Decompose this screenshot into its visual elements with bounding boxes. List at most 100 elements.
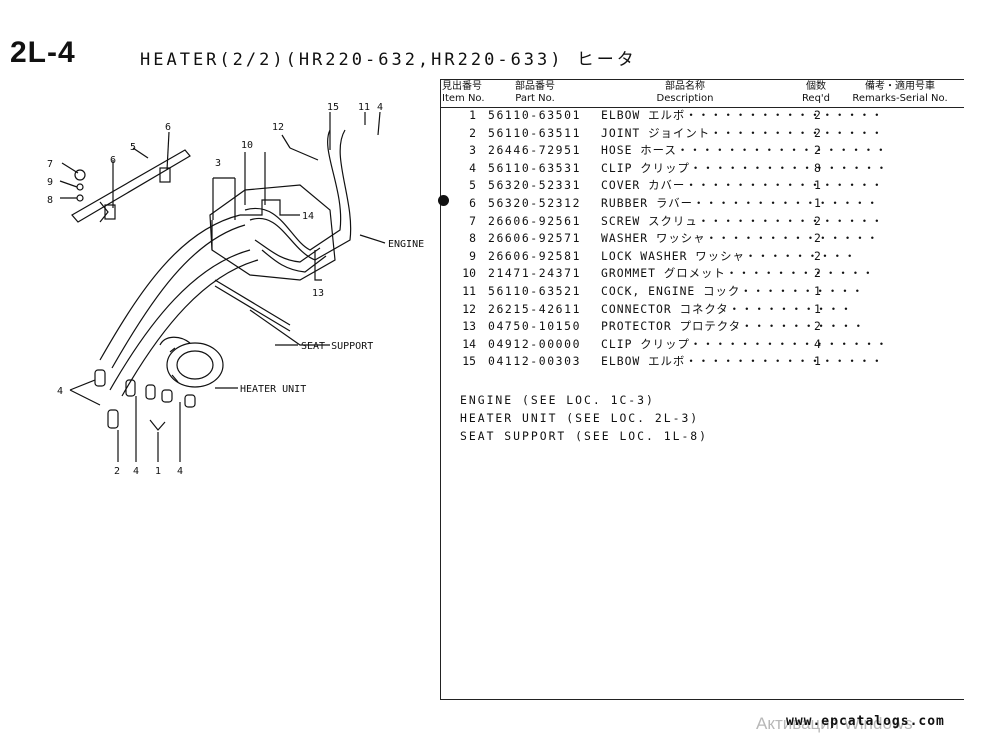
callout-6: 6	[165, 122, 171, 133]
callout-5: 5	[130, 142, 136, 153]
callout-2: 2	[114, 466, 120, 477]
item-number: 5	[469, 178, 476, 193]
part-number: 56110-63531	[488, 160, 582, 175]
item-number: 15	[462, 354, 476, 369]
callout-8: 8	[47, 195, 53, 206]
item-number: 10	[462, 266, 476, 281]
table-bottom-rule	[440, 699, 964, 700]
os-watermark: Активация Windows	[756, 714, 913, 733]
quantity: 2	[814, 319, 821, 334]
part-description: COCK, ENGINE コック・・・・・・・・・・	[601, 283, 865, 298]
part-number: 26606-92571	[488, 231, 582, 246]
item-number: 13	[462, 319, 476, 334]
callout-7: 7	[47, 159, 53, 170]
table-row: 14 04912-00000 CLIP クリップ・・・・・・・・・・・・・・・・4	[440, 336, 964, 354]
item-number: 8	[469, 231, 476, 246]
heater-parts-diagram: 15 11 4 12 10 3 5 6 6 7 9 8 14 13 4 2 4 …	[47, 102, 424, 477]
item-number: 4	[469, 160, 476, 175]
reference-notes: ENGINE (SEE LOC. 1C-3) HEATER UNIT (SEE …	[460, 391, 708, 445]
table-row: 13 04750-10150 PROTECTOR プロテクタ・・・・・・・・・・2	[440, 318, 964, 336]
table-row: 5 56320-52331 COVER カバー・・・・・・・・・・・・・・・・1	[440, 177, 964, 195]
part-number: 26215-42611	[488, 301, 582, 316]
part-description: COVER カバー・・・・・・・・・・・・・・・・	[601, 178, 884, 193]
callout-11: 11	[358, 102, 370, 113]
site-url: www.epcatalogs.com	[786, 714, 945, 729]
part-number: 56110-63521	[488, 283, 582, 298]
part-description: CLIP クリップ・・・・・・・・・・・・・・・・	[601, 336, 889, 351]
part-description: SCREW スクリュ・・・・・・・・・・・・・・・	[601, 213, 884, 228]
part-number: 04750-10150	[488, 319, 582, 334]
part-description: WASHER ワッシャ・・・・・・・・・・・・・・	[601, 231, 880, 246]
quantity: 1	[814, 178, 821, 193]
quantity: 1	[814, 195, 821, 210]
table-row: 7 26606-92561 SCREW スクリュ・・・・・・・・・・・・・・・2	[440, 213, 964, 231]
quantity: 4	[814, 336, 821, 351]
quantity: 2	[814, 266, 821, 281]
item-number: 1	[469, 108, 476, 122]
quantity: 2	[814, 125, 821, 140]
callout-4-b2: 4	[177, 466, 183, 477]
new-part-marker-icon	[438, 194, 449, 206]
callout-1: 1	[155, 466, 161, 477]
callout-12: 12	[272, 122, 284, 133]
callout-15: 15	[327, 102, 339, 113]
quantity: 2	[814, 108, 821, 122]
callout-4-left: 4	[57, 386, 63, 397]
quantity: 2	[814, 213, 821, 228]
table-row: 10 21471-24371 GROMMET グロメット・・・・・・・・・・・・2	[440, 265, 964, 283]
note-seat-support: SEAT SUPPORT (SEE LOC. 1L-8)	[460, 429, 709, 443]
callout-4-top: 4	[377, 102, 383, 113]
note-heater-unit: HEATER UNIT (SEE LOC. 2L-3)	[460, 411, 700, 425]
part-number: 56320-52331	[488, 178, 582, 193]
table-left-rule	[440, 79, 441, 699]
part-description: RUBBER ラバー・・・・・・・・・・・・・・・	[601, 195, 879, 210]
part-description: HOSE ホース・・・・・・・・・・・・・・・・・	[601, 143, 888, 158]
table-row: 15 04112-00303 ELBOW エルボ・・・・・・・・・・・・・・・・1	[440, 353, 964, 371]
part-number: 04912-00000	[488, 336, 582, 351]
part-number: 26606-92581	[488, 248, 582, 263]
label-engine: ENGINE	[388, 239, 424, 250]
item-number: 6	[469, 195, 476, 210]
part-description: CONNECTOR コネクタ・・・・・・・・・・	[601, 301, 853, 316]
callout-10: 10	[241, 140, 253, 151]
label-seat-support: SEAT SUPPORT	[301, 341, 373, 352]
part-number: 21471-24371	[488, 266, 582, 281]
part-description: LOCK WASHER ワッシャ・・・・・・・・・	[601, 248, 857, 263]
item-number: 11	[462, 283, 476, 298]
table-row: 8 26606-92571 WASHER ワッシャ・・・・・・・・・・・・・・2	[440, 230, 964, 248]
item-number: 7	[469, 213, 476, 228]
part-number: 26606-92561	[488, 213, 582, 228]
quantity: 2	[814, 231, 821, 246]
item-number: 14	[462, 336, 476, 351]
page-title: HEATER(2/2)(HR220-632,HR220-633) ヒータ	[140, 50, 637, 70]
section-code: 2L-4	[10, 36, 76, 69]
callout-9: 9	[47, 177, 53, 188]
callout-14: 14	[302, 211, 314, 222]
part-description: GROMMET グロメット・・・・・・・・・・・・	[601, 266, 875, 281]
quantity: 1	[814, 354, 821, 369]
item-number: 12	[462, 301, 476, 316]
callout-3: 3	[215, 158, 221, 169]
part-description: JOINT ジョイント・・・・・・・・・・・・・・	[601, 125, 884, 140]
quantity: 1	[814, 301, 821, 316]
label-heater-unit: HEATER UNIT	[240, 384, 306, 395]
part-description: PROTECTOR プロテクタ・・・・・・・・・・	[601, 319, 865, 334]
part-number: 26446-72951	[488, 143, 582, 158]
part-number: 56320-52312	[488, 195, 582, 210]
quantity: 8	[814, 160, 821, 175]
part-number: 56110-63501	[488, 108, 582, 122]
part-number: 04112-00303	[488, 354, 582, 369]
part-description: ELBOW エルボ・・・・・・・・・・・・・・・・	[601, 354, 884, 369]
item-number: 2	[469, 125, 476, 140]
